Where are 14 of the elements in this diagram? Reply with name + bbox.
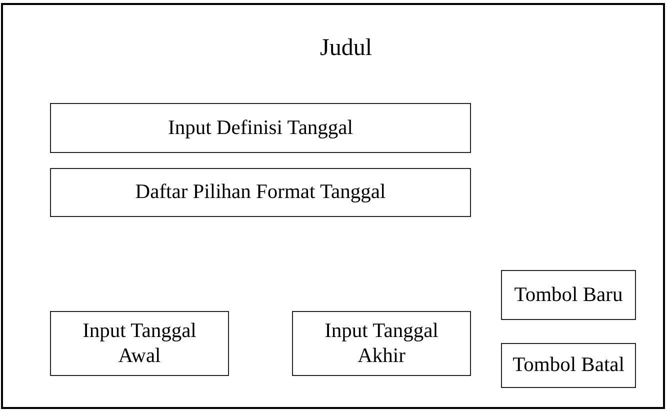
box-label: Tombol Batal — [512, 353, 624, 378]
input-field — [50, 103, 471, 153]
window-frame — [1, 3, 665, 409]
heading: Judul — [320, 34, 372, 62]
cancel-button — [501, 343, 636, 388]
box-label: Input Tanggal Akhir — [324, 318, 440, 368]
box-label: Tombol Baru — [514, 282, 623, 308]
box-label: Daftar Pilihan Format Tanggal — [135, 180, 386, 205]
dropdown-list — [50, 168, 471, 217]
box-label: Input Tanggal Awal — [82, 318, 198, 368]
date-input-field — [292, 311, 471, 376]
new-button — [501, 270, 636, 320]
box-label: Input Definisi Tanggal — [168, 116, 353, 140]
date-input-field — [50, 311, 229, 376]
